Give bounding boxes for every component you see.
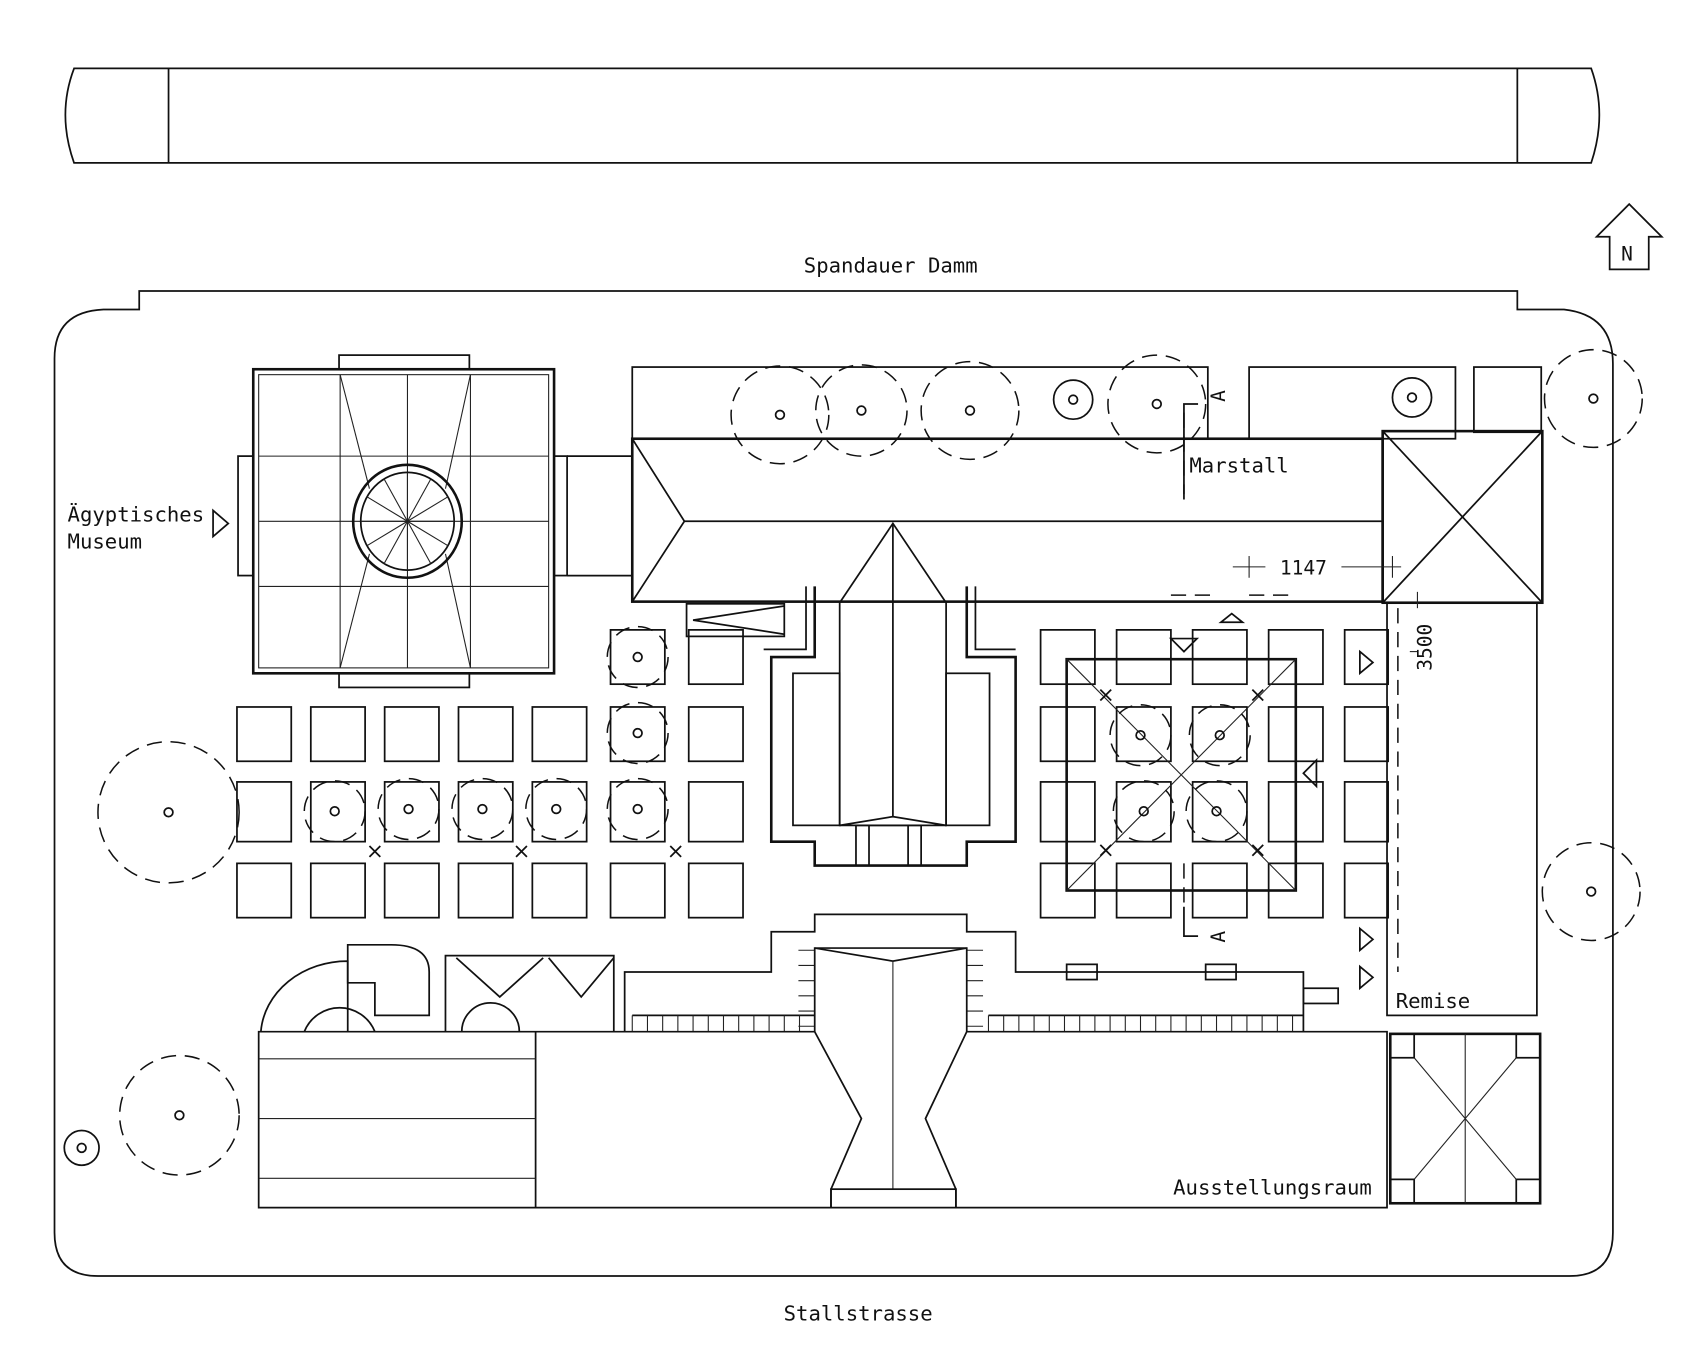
tree-marker-icon (1099, 688, 1112, 702)
paving-square (687, 862, 744, 919)
tree-marker-icon (669, 845, 682, 858)
paving-square (457, 862, 514, 919)
tree-icon (1185, 780, 1248, 843)
svg-text:N: N (1621, 243, 1633, 266)
paving-square (609, 781, 666, 843)
dimension-vertical: 3500 (1409, 591, 1437, 671)
paving-square (609, 706, 666, 763)
tree-icon (920, 360, 1020, 461)
svg-text:A: A (1207, 931, 1230, 943)
lower-wings (259, 913, 1340, 1033)
paving-square (309, 862, 366, 919)
tree-icon (451, 777, 514, 841)
ausstellungsraum-building (257, 961, 1388, 1209)
bottom-right-pavilion (1388, 1032, 1542, 1205)
paving-square (609, 629, 666, 686)
paving-square (309, 706, 366, 763)
remise-label: Remise (1396, 989, 1471, 1013)
paving-square (1191, 629, 1248, 686)
tree-marker-icon (1099, 844, 1112, 857)
tree-icon (1543, 348, 1643, 449)
tree-marker-icon (515, 845, 528, 858)
paving-square (457, 706, 514, 763)
paving-square (236, 781, 293, 843)
tree-icon (118, 1054, 240, 1176)
tree-icon (1391, 377, 1433, 418)
tree-icon (1107, 354, 1207, 454)
museum-building (237, 354, 633, 689)
paving-square (1115, 706, 1172, 763)
site-boundary (53, 290, 1614, 1277)
marstall-building (630, 366, 1543, 603)
tree-icon (815, 364, 908, 457)
ausstellungsraum-label: Ausstellungsraum (1173, 1176, 1372, 1200)
tree-marker-icon (1251, 844, 1264, 857)
tree-marker-icon (1251, 688, 1264, 702)
paving-square (687, 629, 744, 686)
remise-building (1386, 601, 1538, 1017)
entrance-markers (1168, 612, 1375, 991)
marstall-label: Marstall (1189, 453, 1288, 477)
paving-square (236, 706, 293, 763)
corner-tower (1381, 429, 1544, 605)
tree-icon (377, 777, 440, 841)
paving-square (1343, 862, 1389, 919)
paving-square (1115, 629, 1172, 686)
street-label-north: Spandauer Damm (804, 254, 978, 278)
svg-text:3500: 3500 (1414, 624, 1437, 671)
street-band (64, 67, 1601, 164)
paving-square (383, 706, 440, 763)
tree-icon (97, 740, 240, 884)
tree-marker-icon (368, 845, 381, 858)
trees (63, 348, 1643, 1176)
tree-icon (525, 777, 588, 841)
paving-square (383, 862, 440, 919)
tree-icon (1188, 704, 1251, 767)
museum-label-line1: Ägyptisches (68, 501, 205, 526)
north-arrow-icon: N (1594, 202, 1664, 271)
tree-icon (63, 1129, 100, 1167)
tree-icon (606, 777, 669, 841)
tree-icon (1112, 780, 1175, 843)
svg-text:A: A (1207, 390, 1230, 402)
tree-icon (606, 701, 669, 765)
svg-text:1147: 1147 (1280, 556, 1327, 579)
paving-square (609, 862, 666, 919)
section-line: A A (1183, 390, 1230, 943)
tree-icon (303, 780, 366, 843)
paving-square (687, 781, 744, 843)
paving-square (687, 706, 744, 763)
street-label-south: Stallstrasse (784, 1302, 933, 1326)
museum-entrance-icon (212, 508, 230, 539)
tree-icon (606, 625, 669, 689)
paving-square (1115, 781, 1172, 843)
tree-icon (730, 365, 830, 465)
paving-square (1343, 781, 1389, 843)
tree-icon (1109, 704, 1172, 767)
central-building (685, 521, 1017, 867)
paving-square (1191, 706, 1248, 763)
museum-label-line2: Museum (68, 529, 143, 553)
paving-square (531, 706, 588, 763)
tree-icon (1052, 379, 1094, 421)
tree-icon (1541, 841, 1641, 942)
paving-square (531, 862, 588, 919)
paving-square (1343, 706, 1389, 763)
dimension-horizontal: 1147 (1232, 556, 1402, 579)
paving-square (236, 862, 293, 919)
paving-square (1343, 629, 1389, 686)
